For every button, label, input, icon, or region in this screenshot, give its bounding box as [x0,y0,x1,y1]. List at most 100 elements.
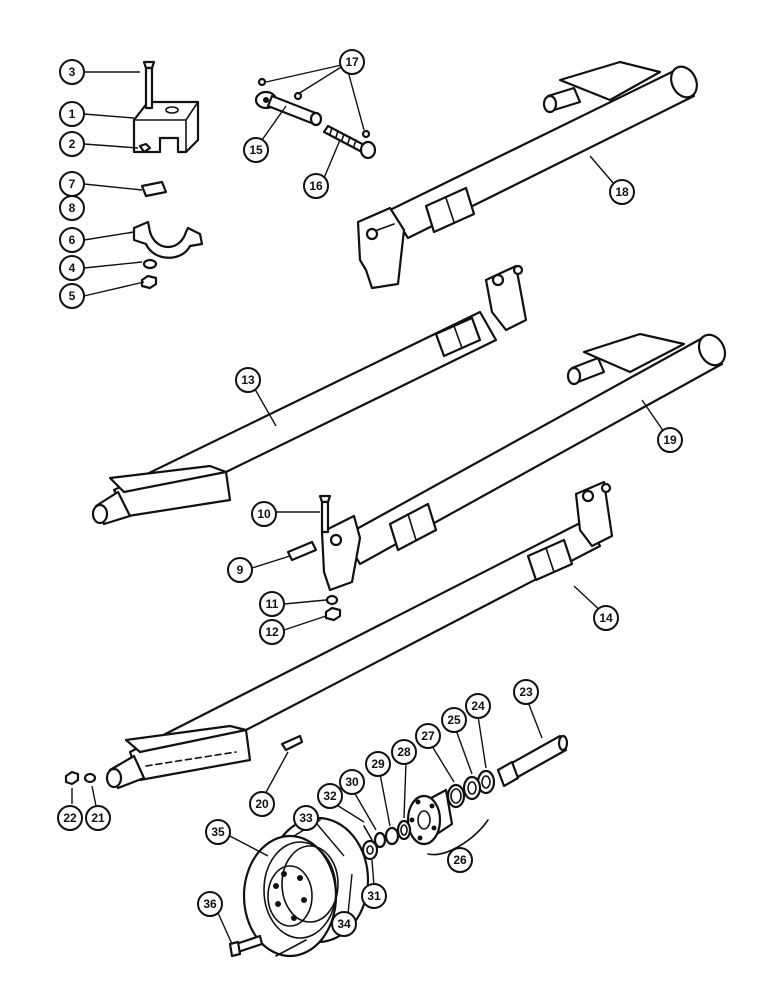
callout-33-label: 33 [299,811,313,825]
callout-10: 10 [251,501,277,527]
callout-1-label: 1 [69,107,76,121]
callout-7: 7 [59,171,85,197]
leader-lines [71,63,665,945]
lock-washer-part [142,258,158,270]
callout-16-label: 16 [309,179,323,193]
callout-16: 16 [303,173,329,199]
callout-35: 35 [205,819,231,845]
threaded-rod-part [322,124,377,160]
nut-12-part [324,606,342,622]
callout-34: 34 [331,911,357,937]
callout-2: 2 [59,131,85,157]
spindle-23-part [496,734,569,788]
callout-31: 31 [361,883,387,909]
callout-10-label: 10 [257,507,271,521]
callout-27: 27 [415,723,441,749]
callout-21-label: 21 [91,811,105,825]
callout-19-label: 19 [663,433,677,447]
callout-30-label: 30 [345,775,359,789]
washer-21-part [83,772,97,784]
callout-6: 6 [59,227,85,253]
callout-13: 13 [235,367,261,393]
callout-3: 3 [59,59,85,85]
callout-18: 18 [609,179,635,205]
clamp-block-part [132,100,200,154]
callout-17-label: 17 [345,55,359,69]
callout-19: 19 [657,427,683,453]
nut-22-part [64,770,80,786]
callout-31-label: 31 [367,889,381,903]
callout-32-label: 32 [323,789,337,803]
callout-28: 28 [391,739,417,765]
cup-27-part [446,783,466,809]
callout-36-label: 36 [203,897,217,911]
wheel-bolt-36-part [228,934,264,958]
washer-11-part [325,594,339,606]
callout-9: 9 [227,557,253,583]
cup-28-part [396,819,412,841]
callout-26: 26 [447,847,473,873]
callout-30: 30 [339,769,365,795]
bearing-29-part [384,826,400,846]
callout-11-label: 11 [266,597,279,611]
callout-17: 17 [339,49,365,75]
hub-bracket-26-marker [427,819,489,856]
hub-26-part [406,788,454,846]
callout-21: 21 [85,805,111,831]
callout-4: 4 [59,255,85,281]
callout-7-label: 7 [69,177,76,191]
callout-18-label: 18 [615,185,629,199]
callout-20: 20 [249,791,275,817]
callout-20-label: 20 [255,797,269,811]
callout-15-label: 15 [249,143,263,157]
callout-35-label: 35 [211,825,225,839]
callout-4-label: 4 [69,261,76,275]
callout-15: 15 [243,137,269,163]
axle-beam-19 [320,332,727,592]
callout-34-label: 34 [337,917,351,931]
hex-nut-part [140,274,158,290]
callout-32: 32 [317,783,343,809]
callout-3-label: 3 [69,65,76,79]
callout-33: 33 [293,805,319,831]
wheel-rim-35-part [242,816,370,958]
bolt-10-part [318,494,332,534]
callout-5: 5 [59,283,85,309]
callout-29-label: 29 [371,757,385,771]
callout-11: 11 [259,591,285,617]
callout-8-label: 8 [69,201,76,215]
callout-27-label: 27 [421,729,435,743]
axle-beam-14 [105,480,614,790]
callout-22-label: 22 [63,811,77,825]
callout-6-label: 6 [69,233,76,247]
callout-2-label: 2 [69,137,76,151]
callout-12: 12 [259,619,285,645]
callout-29: 29 [365,751,391,777]
pin-link-part [254,90,323,127]
callout-25-label: 25 [447,713,461,727]
axle-beam-18 [356,60,698,290]
bolt-part [142,60,156,110]
grease-fittings-part [257,77,371,139]
callout-8: 8 [59,195,85,221]
callout-5-label: 5 [69,289,76,303]
callout-22: 22 [57,805,83,831]
callout-36: 36 [197,891,223,917]
bearing-25-part [462,775,482,801]
callout-12-label: 12 [265,625,279,639]
callout-23-label: 23 [519,685,533,699]
callout-25: 25 [441,707,467,733]
cotter-pin-32-part [363,825,373,841]
callout-13-label: 13 [241,373,255,387]
callout-24: 24 [465,693,491,719]
callout-23: 23 [513,679,539,705]
axle-beam-13 [91,264,528,526]
callout-24-label: 24 [471,699,485,713]
callout-28-label: 28 [397,745,411,759]
callout-9-label: 9 [237,563,244,577]
nut-part [138,142,152,154]
pin-20-part [280,734,304,752]
callout-14-label: 14 [599,611,613,625]
callout-1: 1 [59,101,85,127]
